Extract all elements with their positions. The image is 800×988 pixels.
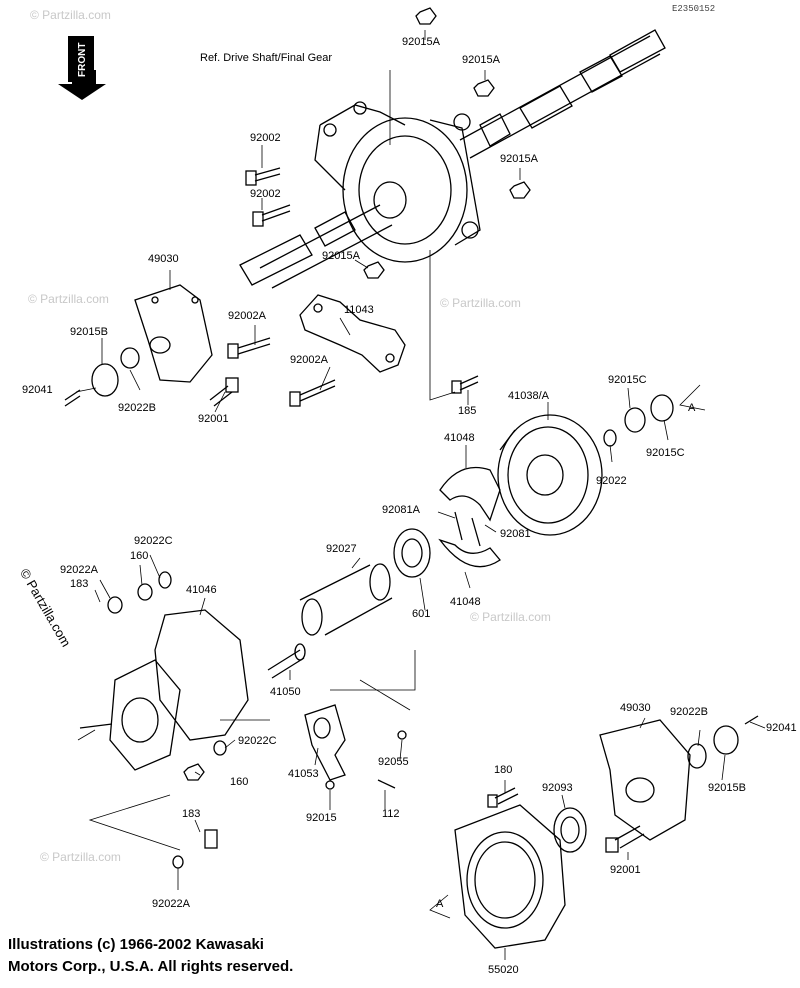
part-label: 41050 bbox=[270, 686, 301, 698]
part-label: 92093 bbox=[542, 782, 573, 794]
part-label: 41048 bbox=[444, 432, 475, 444]
bolt-180 bbox=[487, 787, 519, 808]
part-label: 92015A bbox=[322, 250, 360, 262]
copyright-line-1: Illustrations (c) 1966-2002 Kawasaki bbox=[8, 936, 264, 953]
cam-41050 bbox=[267, 643, 306, 679]
bracket-11043 bbox=[299, 294, 406, 373]
part-label: 92055 bbox=[378, 756, 409, 768]
part-label: 92015 bbox=[306, 812, 337, 824]
part-label: 11043 bbox=[344, 304, 374, 316]
front-label: FRONT bbox=[77, 42, 88, 78]
part-label: 92015B bbox=[708, 782, 746, 794]
part-label: 41046 bbox=[186, 584, 217, 596]
reference-mark-a: A bbox=[436, 898, 444, 910]
small-fasteners bbox=[107, 571, 227, 869]
lever-41053 bbox=[304, 704, 407, 790]
part-label: 92015A bbox=[402, 36, 440, 48]
part-label: 92022A bbox=[152, 898, 190, 910]
part-label: 112 bbox=[382, 808, 400, 820]
oil-seal-92093 bbox=[553, 807, 587, 853]
watermark: © Partzilla.com bbox=[470, 610, 551, 624]
copyright-notice: Illustrations (c) 1966-2002 Kawasaki Mot… bbox=[8, 934, 293, 978]
case-55020 bbox=[454, 804, 566, 949]
watermark: © Partzilla.com bbox=[440, 296, 521, 310]
part-label: 92002A bbox=[228, 310, 266, 322]
sleeve-92027 bbox=[299, 563, 393, 636]
hub-nut-92015b bbox=[64, 347, 140, 407]
part-label: 183 bbox=[70, 578, 89, 590]
part-label: 92027 bbox=[326, 543, 357, 555]
brake-panel-41046 bbox=[79, 609, 249, 771]
part-label: 180 bbox=[494, 764, 513, 776]
part-label: 92001 bbox=[198, 413, 229, 425]
bolt-92001-lower bbox=[605, 825, 645, 853]
washers-lower-right bbox=[687, 715, 759, 769]
part-label: 92081A bbox=[382, 504, 420, 516]
part-label: 92022B bbox=[118, 402, 156, 414]
brake-shoes-41048 bbox=[438, 466, 501, 568]
part-label: 92002 bbox=[250, 188, 281, 200]
reference-mark-a: A bbox=[688, 402, 696, 414]
leader-lines bbox=[75, 30, 766, 960]
part-label: 92022 bbox=[596, 475, 627, 487]
final-gear-housing bbox=[314, 101, 481, 263]
part-label: 92001 bbox=[610, 864, 641, 876]
axle-shaft-lower bbox=[239, 204, 393, 289]
ref-drive-shaft-label: Ref. Drive Shaft/Final Gear bbox=[200, 52, 333, 64]
part-label: 92015B bbox=[70, 326, 108, 338]
part-label: 92015A bbox=[500, 153, 538, 165]
watermark: © Partzilla.com bbox=[30, 8, 111, 22]
diagram-code: E2350152 bbox=[672, 4, 716, 14]
part-label: 160 bbox=[230, 776, 249, 788]
nuts-92015a bbox=[363, 7, 531, 279]
part-label: 92041 bbox=[766, 722, 797, 734]
part-label: 41038/A bbox=[508, 390, 549, 402]
washers-92015c bbox=[603, 394, 674, 447]
part-label: 183 bbox=[182, 808, 201, 820]
part-label: 41053 bbox=[288, 768, 319, 780]
part-label: 92022B bbox=[670, 706, 708, 718]
part-label: 92015A bbox=[462, 54, 500, 66]
front-arrow-icon bbox=[58, 36, 106, 100]
part-label: 160 bbox=[130, 550, 149, 562]
part-label: 185 bbox=[458, 405, 477, 417]
part-label: 92022A bbox=[60, 564, 98, 576]
part-label: 49030 bbox=[148, 253, 179, 265]
cover-49030-upper bbox=[134, 284, 213, 383]
part-label: 92002A bbox=[290, 354, 328, 366]
part-label: 92015C bbox=[646, 447, 685, 459]
part-label: 41048 bbox=[450, 596, 481, 608]
copyright-line-2: Motors Corp., U.S.A. All rights reserved… bbox=[8, 958, 294, 975]
bearing-601 bbox=[393, 528, 431, 578]
part-label: 92015C bbox=[608, 374, 647, 386]
cover-49030-lower bbox=[599, 719, 691, 841]
bolts bbox=[209, 167, 479, 407]
part-label: 55020 bbox=[488, 964, 519, 976]
part-label: 92002 bbox=[250, 132, 281, 144]
watermark: © Partzilla.com bbox=[40, 850, 121, 864]
part-label: 92022C bbox=[238, 735, 277, 747]
part-label: 92041 bbox=[22, 384, 53, 396]
part-label: 49030 bbox=[620, 702, 651, 714]
part-label: 92022C bbox=[134, 535, 173, 547]
brake-drum-41038 bbox=[497, 414, 603, 536]
part-label: 92081 bbox=[500, 528, 531, 540]
watermark: © Partzilla.com bbox=[28, 292, 109, 306]
drive-shaft-upper bbox=[459, 29, 666, 159]
part-label: 601 bbox=[412, 608, 431, 620]
